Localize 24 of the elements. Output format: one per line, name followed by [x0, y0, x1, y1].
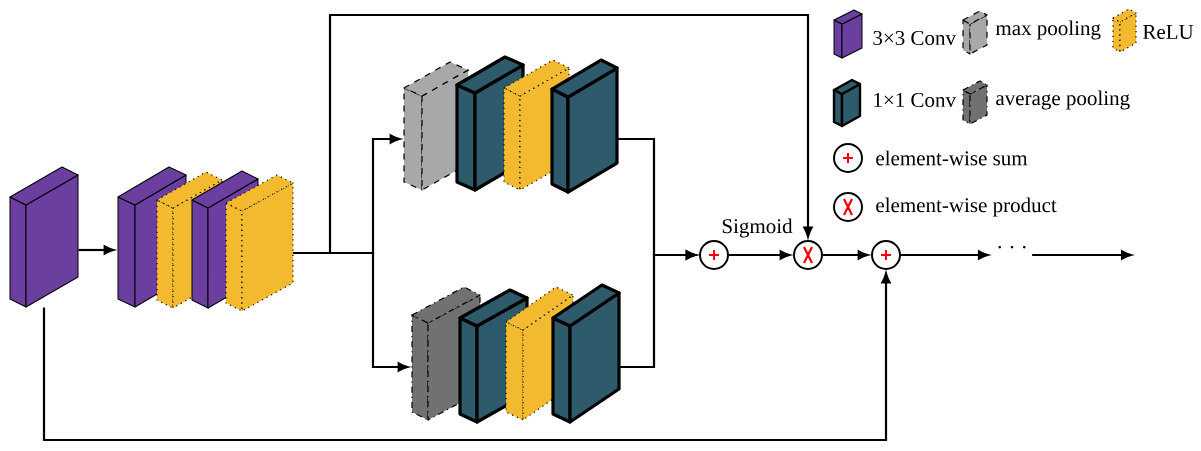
- arrow: [822, 250, 869, 260]
- arrow: [900, 250, 989, 260]
- arrow: [42, 272, 891, 442]
- sum-node: [699, 240, 729, 270]
- ellipsis: · · ·: [998, 245, 1026, 249]
- conv-block: [9, 166, 79, 308]
- legend-label: 1×1 Conv: [874, 92, 956, 108]
- legend-label: 3×3 Conv: [873, 30, 956, 46]
- legend-label: element-wise product: [876, 197, 1057, 217]
- arrow: [619, 250, 697, 369]
- product-node: [793, 240, 823, 270]
- conv-block: [550, 58, 619, 194]
- edge-label: Sigmoid: [719, 216, 795, 240]
- legend-label: ReLU: [1143, 25, 1194, 39]
- arrow: [728, 250, 791, 260]
- legend-label: max pooling: [995, 20, 1101, 40]
- sum-node: [871, 240, 901, 270]
- arrow: [78, 245, 115, 255]
- arrow: [1032, 250, 1132, 260]
- conv-block: [551, 283, 621, 424]
- legend-label: average pooling: [996, 90, 1130, 110]
- relu-block: [225, 174, 294, 312]
- arrow: [293, 13, 813, 255]
- legend-label: element-wise sum: [876, 150, 1028, 166]
